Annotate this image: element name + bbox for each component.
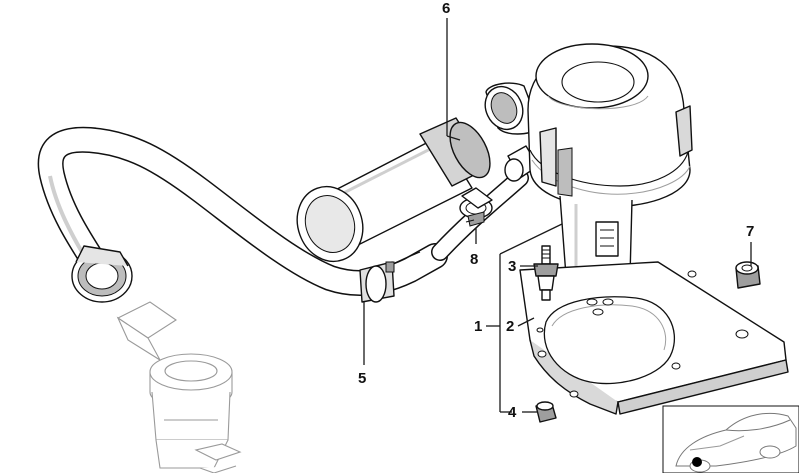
- car-location-inset: [662, 405, 799, 473]
- hose-part-5: [37, 126, 448, 303]
- rubber-mount-part-3: [533, 245, 559, 301]
- callout-6: 6: [442, 0, 450, 17]
- bracket-part-2: [519, 261, 789, 415]
- leader-lines: [363, 18, 752, 413]
- callout-5: 5: [358, 370, 366, 387]
- air-pump: [484, 43, 693, 285]
- ghosted-intake-fitting: [116, 301, 242, 473]
- hose-clamp: [359, 261, 395, 303]
- callout-1: 1: [474, 318, 482, 335]
- nut-part-4: [535, 401, 557, 423]
- nut-part-7: [735, 261, 761, 289]
- clamp-part-8: [459, 187, 493, 227]
- callout-8: 8: [470, 251, 478, 268]
- car-location-icon: [675, 412, 797, 473]
- callouts: 6 7 8 3 1 2 5 4: [358, 0, 754, 421]
- callout-3: 3: [508, 258, 516, 275]
- callout-7: 7: [746, 223, 754, 240]
- connector-pipe-part-6: [296, 117, 491, 263]
- callout-2: 2: [506, 318, 514, 335]
- callout-4: 4: [508, 404, 517, 421]
- hose-coupling: [71, 245, 133, 303]
